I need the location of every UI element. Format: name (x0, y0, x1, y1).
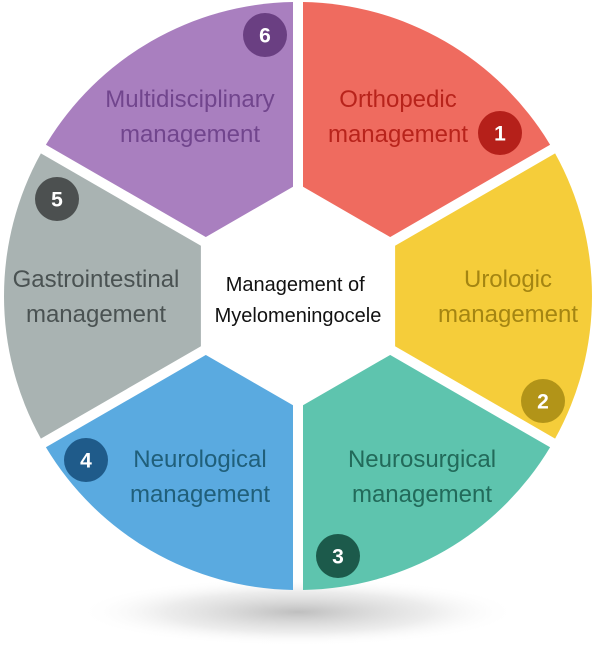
segment-orthopedic (303, 2, 551, 239)
badge-gastrointestinal: 5 (35, 177, 79, 221)
segment-label-neurosurgical-line-2: management (352, 481, 492, 508)
segment-label-neurosurgical: Neurosurgical management (348, 446, 496, 508)
badge-number-urologic: 2 (537, 391, 549, 414)
badge-circle-orthopedic (478, 111, 522, 155)
segment-urologic (393, 153, 592, 439)
badge-number-neurological: 4 (80, 450, 92, 473)
badge-multidisciplinary: 6 (243, 13, 287, 57)
center-label-line-1: Management of (226, 274, 365, 296)
segment-label-gastrointestinal: Gastrointestinal management (13, 266, 180, 328)
segment-label-neurological-line-1: Neurological (133, 446, 266, 473)
segment-neurosurgical (303, 353, 551, 590)
segments-layer (4, 2, 592, 590)
badge-circle-neurosurgical (316, 534, 360, 578)
badge-circle-neurological (64, 438, 108, 482)
segment-label-gastrointestinal-line-2: management (26, 301, 166, 328)
segment-label-urologic-line-2: management (438, 301, 578, 328)
segment-label-multidisciplinary-line-1: Multidisciplinary (105, 86, 274, 113)
segment-label-multidisciplinary: Multidisciplinary management (105, 86, 274, 148)
badge-orthopedic: 1 (478, 111, 522, 155)
segment-label-neurological: Neurological management (130, 446, 270, 508)
segment-label-neurosurgical-line-1: Neurosurgical (348, 446, 496, 473)
badge-neurological: 4 (64, 438, 108, 482)
badge-number-gastrointestinal: 5 (51, 189, 63, 212)
badge-neurosurgical: 3 (316, 534, 360, 578)
segment-label-urologic-line-1: Urologic (464, 266, 552, 293)
segment-label-orthopedic-line-2: management (328, 121, 468, 148)
ground-shadow (78, 578, 518, 646)
segment-neurological (45, 353, 294, 590)
segment-label-urologic: Urologic management (438, 266, 578, 328)
center-hexagon (200, 183, 396, 409)
badge-circle-multidisciplinary (243, 13, 287, 57)
center-label-line-2: Myelomeningocele (215, 305, 382, 327)
badge-number-multidisciplinary: 6 (259, 25, 271, 48)
badge-number-orthopedic: 1 (494, 123, 506, 146)
badge-number-neurosurgical: 3 (332, 546, 344, 569)
segment-label-multidisciplinary-line-2: management (120, 121, 260, 148)
badges-layer: 1 2 3 4 5 6 (35, 13, 565, 578)
badge-urologic: 2 (521, 379, 565, 423)
segment-label-orthopedic-line-1: Orthopedic (339, 86, 456, 113)
segment-multidisciplinary (45, 2, 294, 239)
segment-label-neurological-line-2: management (130, 481, 270, 508)
badge-circle-urologic (521, 379, 565, 423)
segment-label-orthopedic: Orthopedic management (328, 86, 468, 148)
center-label: Management of Myelomeningocele (215, 274, 382, 327)
badge-circle-gastrointestinal (35, 177, 79, 221)
segment-label-gastrointestinal-line-1: Gastrointestinal (13, 266, 180, 293)
segment-gastrointestinal (4, 153, 203, 439)
